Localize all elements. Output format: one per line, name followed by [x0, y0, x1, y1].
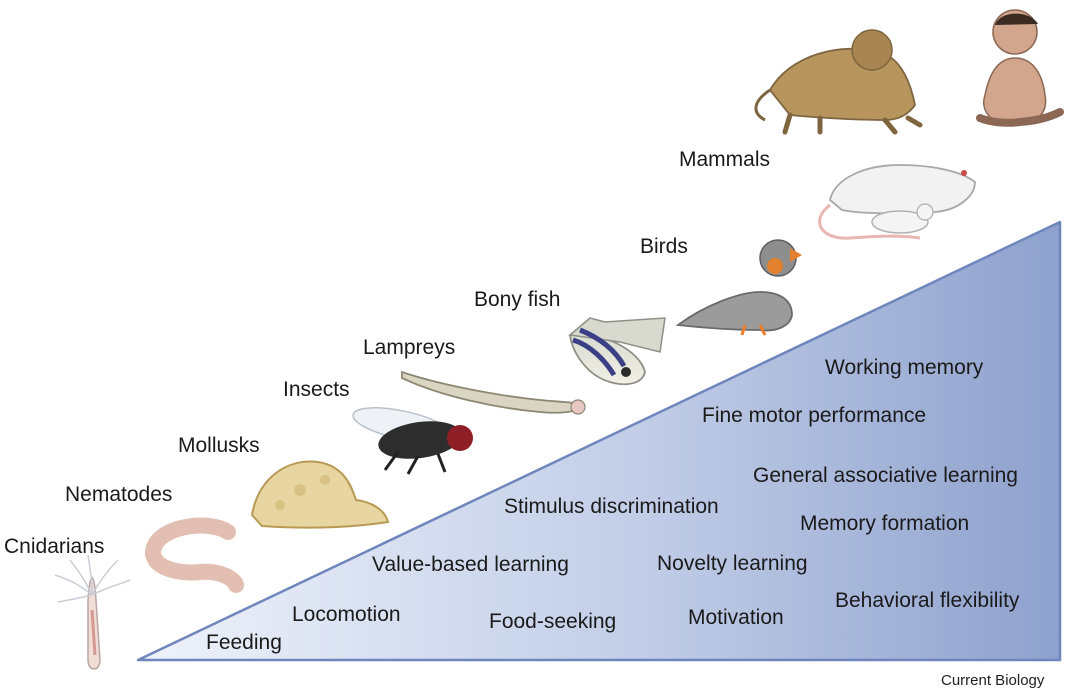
taxon-label-birds: Birds: [640, 235, 688, 258]
taxon-label-mollusks: Mollusks: [178, 434, 260, 457]
function-fine-motor-performance: Fine motor performance: [702, 404, 927, 427]
insect-illustration: [352, 407, 473, 475]
function-value-based-learning: Value-based learning: [372, 553, 569, 576]
function-general-associative-learning: General associative learning: [753, 464, 1018, 487]
monkey-illustration: [754, 29, 923, 135]
mouse-illustration: [871, 203, 934, 234]
taxon-label-insects: Insects: [283, 378, 350, 401]
taxon-label-cnidarians: Cnidarians: [4, 535, 105, 558]
function-behavioral-flexibility: Behavioral flexibility: [835, 589, 1020, 612]
function-novelty-learning: Novelty learning: [657, 552, 808, 575]
function-stimulus-discrimination: Stimulus discrimination: [504, 495, 719, 518]
complexity-wedge: [136, 220, 1062, 662]
function-working-memory: Working memory: [825, 356, 984, 379]
taxon-label-nematodes: Nematodes: [65, 483, 173, 506]
infant-illustration: [976, 9, 1064, 127]
function-memory-formation: Memory formation: [800, 512, 970, 535]
taxon-label-mammals: Mammals: [679, 148, 771, 171]
bird-illustration: [675, 239, 802, 336]
function-food-seeking: Food-seeking: [489, 610, 617, 633]
taxon-label-bony-fish: Bony fish: [474, 288, 561, 311]
function-locomotion: Locomotion: [292, 603, 401, 626]
journal-credit: Current Biology: [941, 672, 1045, 689]
bony-fish-illustration: [568, 317, 666, 386]
function-feeding: Feeding: [206, 631, 282, 654]
lamprey-illustration: [401, 370, 586, 415]
taxon-label-lampreys: Lampreys: [363, 336, 456, 359]
function-motivation: Motivation: [688, 606, 784, 629]
nematode-illustration: [145, 517, 244, 593]
mollusk-illustration: [250, 460, 390, 529]
cnidarian-illustration: [54, 554, 131, 670]
